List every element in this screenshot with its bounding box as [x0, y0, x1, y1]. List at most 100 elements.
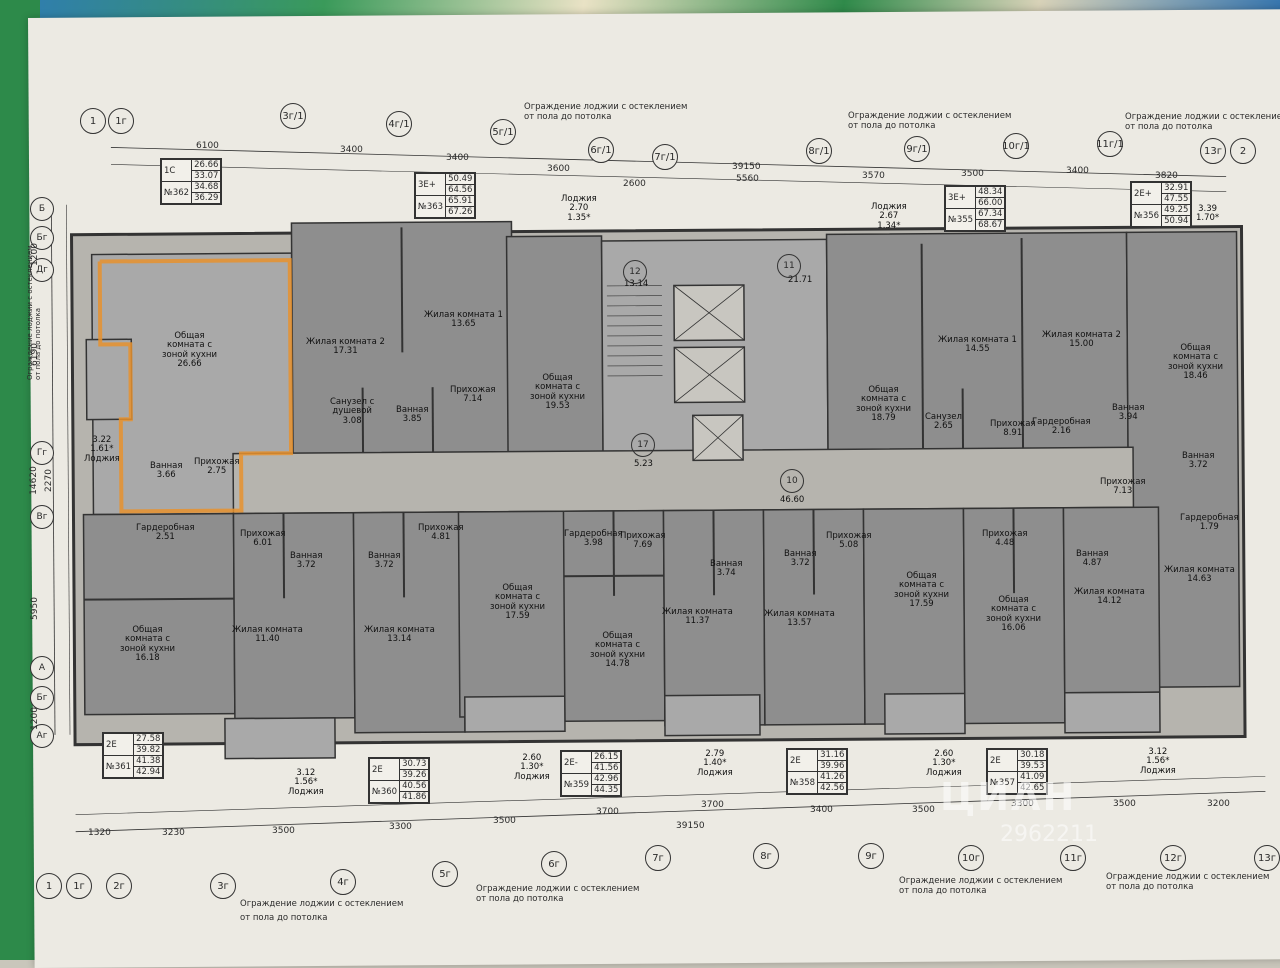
dim-top-3400a: 3400	[340, 146, 363, 155]
dim-left-2270: 2270	[45, 469, 54, 492]
axis-left-b: Б	[30, 197, 54, 221]
wall-partition	[613, 511, 614, 596]
wall-partition	[1013, 508, 1014, 593]
dimension-line-bottom-2	[75, 776, 1265, 814]
apartment-357-kitchen	[863, 508, 964, 724]
loggia-bottom-1	[225, 718, 335, 759]
axis-bottom-8g: 8г	[753, 843, 779, 869]
dim-top-3400c: 3400	[1066, 167, 1089, 176]
axis-bottom-4g: 4г	[330, 869, 356, 895]
axis-bottom-7g: 7г	[645, 845, 671, 871]
dim-left-5950: 5950	[31, 597, 40, 620]
room-label: 5.23	[634, 460, 653, 469]
core-label-12: 12	[623, 260, 647, 284]
axis-bottom-1g: 1г	[66, 873, 92, 899]
axis-bottom-11g: 11г	[1060, 845, 1086, 871]
dim-top-39150: 39150	[732, 163, 761, 172]
axis-bottom-1: 1	[36, 873, 62, 899]
axis-top-11g1: 11г/1	[1097, 131, 1123, 157]
core-label-11: 11	[777, 254, 801, 278]
dim-bottom-3200: 3200	[1207, 800, 1230, 809]
axis-bottom-9g: 9г	[858, 843, 884, 869]
dim-bottom-3700b: 3700	[701, 801, 724, 810]
dim-bottom-39150: 39150	[676, 822, 705, 831]
dim-left-1200b: 1200	[31, 707, 40, 730]
axis-bottom-13g: 13г	[1254, 845, 1280, 871]
axis-top-5g1: 5г/1	[490, 119, 516, 145]
loggia-bottom-4	[885, 693, 965, 734]
axis-bottom-10g: 10г	[958, 845, 984, 871]
dim-bottom-3500a: 3500	[272, 827, 295, 836]
axis-left-vg: Вг	[30, 505, 54, 529]
axis-left-gg: Гг	[30, 441, 54, 465]
dimension-line-left-2	[66, 205, 70, 735]
axis-top-1g: 1г	[108, 108, 134, 134]
apartment-360-area	[353, 512, 465, 733]
dim-bottom-3700a: 3700	[596, 808, 619, 817]
core-label-17: 17	[631, 433, 655, 457]
loggia-left	[86, 339, 132, 419]
axis-top-7g1: 7г/1	[652, 144, 678, 170]
dim-top-6100: 6100	[196, 142, 219, 151]
wall-partition	[713, 510, 714, 595]
wall-partition	[564, 576, 664, 577]
axis-top-10g1: 10г/1	[1003, 133, 1029, 159]
dim-top-3500: 3500	[961, 170, 984, 179]
axis-bottom-5g: 5г	[432, 861, 458, 887]
dim-top-2600: 2600	[623, 180, 646, 189]
watermark-logo: ЦИАН	[940, 775, 1076, 819]
apartment-363-kitchen	[507, 236, 604, 457]
axis-bottom-6g: 6г	[541, 851, 567, 877]
axis-top-6g1: 6г/1	[588, 137, 614, 163]
axis-top-13g: 13г	[1200, 138, 1226, 164]
dim-bottom-3400: 3400	[810, 806, 833, 815]
dim-bottom-3500c: 3500	[912, 806, 935, 815]
dim-left-14620: 14620	[30, 466, 39, 495]
dim-top-3820: 3820	[1155, 172, 1178, 181]
axis-bottom-12g: 12г	[1160, 845, 1186, 871]
corridor	[233, 447, 1133, 513]
